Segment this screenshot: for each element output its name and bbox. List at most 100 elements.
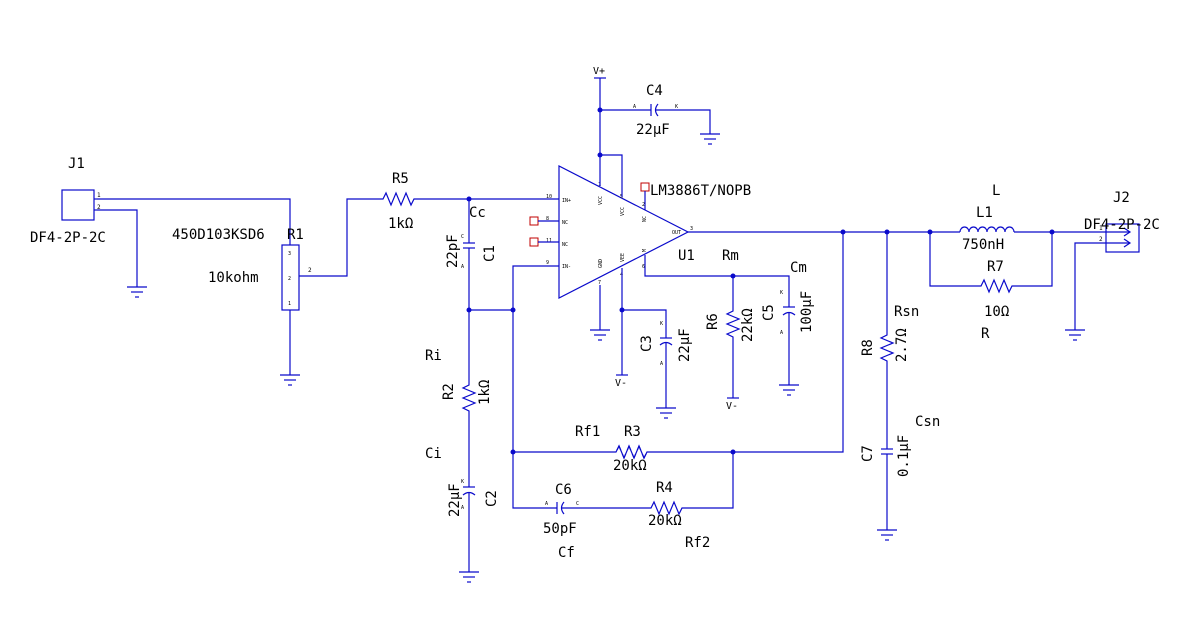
r5-ref: R5	[392, 171, 409, 187]
u1-pin3: 3	[690, 226, 693, 232]
c1-ref: C1	[482, 245, 498, 262]
c2-capacitor[interactable]	[462, 486, 476, 496]
r2-value: 1kΩ	[477, 380, 493, 405]
r8-name: Rsn	[894, 304, 919, 320]
c5-ref: C5	[761, 304, 777, 321]
wire-c4-gnd	[656, 109, 711, 134]
c1-name: Cc	[469, 205, 486, 221]
u1-pin-nc-top: NC	[642, 216, 648, 222]
r8-resistor[interactable]	[879, 330, 895, 366]
c4-pin-k: K	[675, 104, 678, 110]
r1-pin2: 2	[288, 276, 291, 282]
wire-r1-r5	[299, 198, 377, 277]
r8-value: 2.7Ω	[894, 328, 910, 362]
j1-ref: J1	[68, 156, 85, 172]
c4-capacitor[interactable]	[650, 103, 659, 117]
j2-connector[interactable]	[1105, 223, 1140, 253]
r8-ref: R8	[860, 339, 876, 356]
l1-ref: L1	[976, 205, 993, 221]
wire-c3-top	[622, 309, 667, 338]
ground-symbol-c5	[779, 384, 799, 396]
c2-ref: C2	[484, 490, 500, 507]
r1-ref: R1	[287, 227, 304, 243]
u1-part: LM3886T/NOPB	[650, 183, 751, 199]
j2-pin1: 1	[1099, 225, 1103, 232]
j1-pin2: 2	[97, 204, 101, 211]
nc-marker-pin2	[640, 182, 650, 192]
ground-symbol-j1	[127, 286, 147, 298]
r4-resistor[interactable]	[645, 500, 688, 516]
u1-pin8: 8	[546, 216, 549, 222]
r7-ref: R7	[987, 259, 1004, 275]
c7-capacitor[interactable]	[881, 448, 893, 455]
wire-mute	[644, 255, 790, 307]
c5-pin-a: A	[780, 330, 783, 336]
vplus-label: V+	[593, 66, 605, 77]
r1-part: 450D103KSD6	[172, 227, 265, 243]
r7-resistor[interactable]	[975, 278, 1018, 294]
wire-r4-right	[688, 452, 734, 509]
c3-pin-a: A	[660, 361, 663, 367]
ground-symbol-c4	[700, 133, 720, 145]
c7-ref: C7	[860, 445, 876, 462]
c7-value: 0.1µF	[896, 435, 912, 477]
wire-feedback-inminus	[512, 265, 559, 452]
r2-name: Ri	[425, 348, 442, 364]
u1-pin6: 6	[642, 264, 645, 270]
r2-ref: R2	[441, 383, 457, 400]
r5-resistor[interactable]	[377, 191, 420, 207]
ground-symbol-c2	[459, 571, 479, 583]
u1-pin-gnd: GND	[598, 259, 604, 268]
c6-name: Cf	[558, 545, 575, 561]
c5-name: Cm	[790, 260, 807, 276]
r1-pin1: 1	[288, 301, 291, 307]
r2-resistor[interactable]	[461, 380, 477, 416]
r4-ref: R4	[656, 480, 673, 496]
u1-pin2: 2	[642, 202, 645, 208]
u1-pin-out: OUT	[672, 230, 681, 236]
c3-capacitor[interactable]	[659, 337, 673, 346]
c6-pin-a: A	[545, 501, 548, 507]
ground-symbol-j2	[1065, 329, 1085, 341]
vminus-label-2: V-	[726, 401, 738, 412]
r4-name: Rf2	[685, 535, 710, 551]
wire-vcc	[599, 154, 623, 197]
j2-value: DF4-2P-2C	[1084, 217, 1160, 233]
u1-opamp[interactable]	[558, 165, 690, 299]
c4-pin-a: A	[633, 104, 636, 110]
r1-potentiometer[interactable]: 3 2 1 2	[281, 244, 312, 311]
j1-pin1: 1	[97, 192, 101, 199]
wire-j1-r1	[97, 198, 291, 245]
u1-pin-nc2: NC	[562, 242, 568, 248]
u1-pin-vcc1: VCC	[598, 196, 604, 205]
c3-pin-k: K	[660, 321, 663, 327]
c5-capacitor[interactable]	[782, 306, 796, 316]
r3-name: Rf1	[575, 424, 600, 440]
r6-name: Rm	[722, 248, 739, 264]
r3-resistor-zigzag	[610, 444, 653, 460]
r3-value: 20kΩ	[613, 458, 647, 474]
r6-ref: R6	[705, 313, 721, 330]
r6-value: 22kΩ	[740, 308, 756, 342]
r4-value: 20kΩ	[648, 513, 682, 529]
r1-wiper-pin: 2	[308, 267, 312, 274]
l1-name: L	[992, 183, 1000, 199]
nc-marker-pin8	[529, 216, 539, 226]
ground-symbol-u1	[590, 329, 610, 341]
r6-resistor[interactable]	[725, 306, 741, 342]
u1-pin7: 7	[598, 280, 601, 286]
wire-j2-gnd	[1074, 242, 1130, 330]
c6-pin-c: C	[576, 501, 579, 507]
r1-value: 10kohm	[208, 270, 259, 286]
c6-value: 50pF	[543, 521, 577, 537]
c6-capacitor[interactable]	[556, 501, 565, 515]
c2-name: Ci	[425, 446, 442, 462]
wire-r7-left	[929, 232, 975, 287]
j1-connector[interactable]: 1 2	[61, 189, 101, 221]
u1-ref: U1	[678, 248, 695, 264]
c1-pin-a: A	[461, 264, 464, 270]
c1-capacitor[interactable]	[463, 242, 475, 249]
c5-value: 100µF	[799, 291, 815, 333]
r5-value: 1kΩ	[388, 216, 413, 232]
l1-inductor[interactable]	[959, 226, 1015, 233]
